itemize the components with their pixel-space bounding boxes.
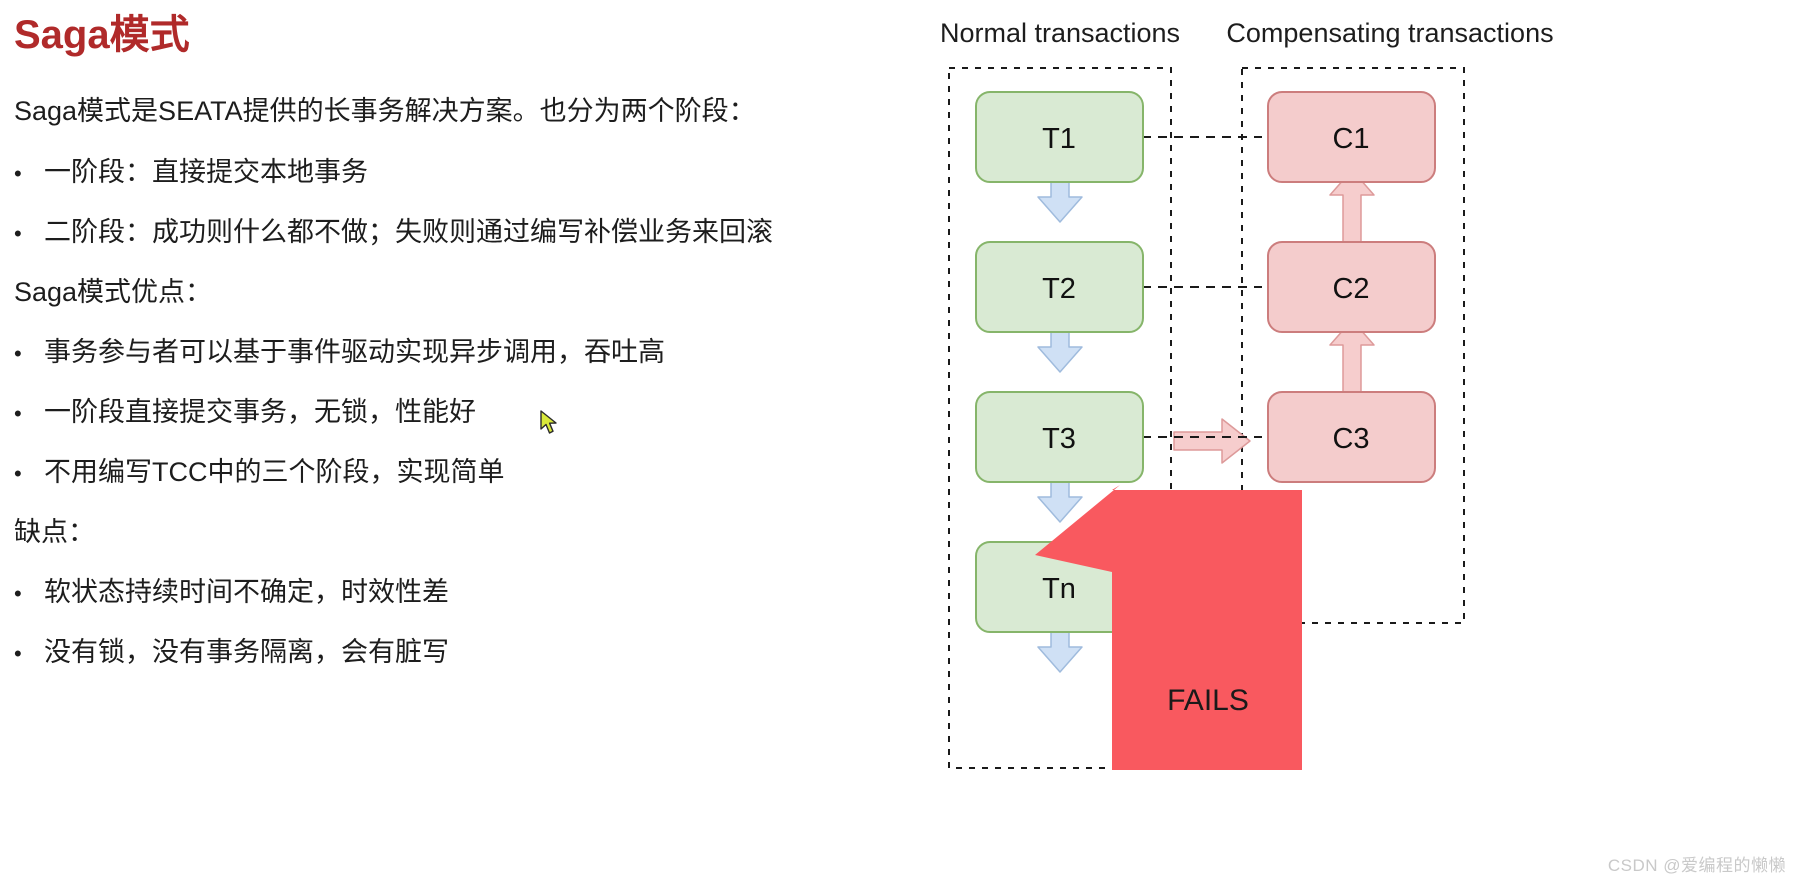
fails-callout: FAILS (1035, 485, 1302, 770)
list-item: • 没有锁，没有事务隔离，会有脏写 (14, 637, 449, 668)
bullet-icon: • (14, 401, 22, 426)
intro-paragraph: Saga模式是SEATA提供的长事务解决方案。也分为两个阶段： (14, 96, 756, 126)
node-t1-label: T1 (1042, 123, 1076, 155)
list-item-label: 二阶段：成功则什么都不做；失败则通过编写补偿业务来回滚 (44, 217, 773, 247)
node-c3: C3 (1267, 391, 1436, 483)
list-item: • 一阶段：直接提交本地事务 (14, 157, 368, 188)
list-item: • 事务参与者可以基于事件驱动实现异步调用，吞吐高 (14, 337, 665, 368)
csdn-watermark: CSDN @爱编程的懒懒 (1607, 856, 1786, 875)
bullet-icon: • (14, 581, 22, 606)
node-c2-label: C2 (1332, 273, 1369, 305)
normal-transactions-group-border (948, 67, 1172, 769)
node-t2-label: T2 (1042, 273, 1076, 305)
bullet-icon: • (14, 461, 22, 486)
node-c1-label: C1 (1332, 123, 1369, 155)
node-c3-label: C3 (1332, 423, 1369, 455)
node-tn-label: Tn (1042, 573, 1076, 605)
page-title: Saga模式 (14, 13, 190, 57)
list-item-label: 一阶段：直接提交本地事务 (44, 157, 368, 187)
pros-heading: Saga模式优点： (14, 277, 213, 307)
list-item-label: 事务参与者可以基于事件驱动实现异步调用，吞吐高 (44, 337, 665, 367)
compensating-transactions-group-border (1241, 67, 1465, 624)
node-t1: T1 (975, 91, 1144, 183)
bullet-icon: • (14, 221, 22, 246)
node-t3-label: T3 (1042, 423, 1076, 455)
cons-heading: 缺点： (14, 517, 95, 547)
node-t3: T3 (975, 391, 1144, 483)
list-item: • 不用编写TCC中的三个阶段，实现简单 (14, 457, 505, 488)
node-t2: T2 (975, 241, 1144, 333)
bullet-icon: • (14, 641, 22, 666)
list-item-label: 一阶段直接提交事务，无锁，性能好 (44, 397, 476, 427)
normal-transactions-label: Normal transactions (940, 18, 1180, 48)
list-item-label: 不用编写TCC中的三个阶段，实现简单 (44, 457, 505, 487)
slide-text-column: Saga模式 Saga模式是SEATA提供的长事务解决方案。也分为两个阶段： •… (14, 13, 773, 668)
list-item: • 软状态持续时间不确定，时效性差 (14, 577, 449, 608)
list-item-label: 没有锁，没有事务隔离，会有脏写 (44, 637, 449, 667)
node-c1: C1 (1267, 91, 1436, 183)
saga-flow-diagram: Normal transactions Compensating transac… (930, 0, 1800, 890)
bullet-icon: • (14, 161, 22, 186)
list-item: • 二阶段：成功则什么都不做；失败则通过编写补偿业务来回滚 (14, 217, 773, 248)
compensation-trigger-arrow (1173, 418, 1251, 464)
bullet-icon: • (14, 341, 22, 366)
node-c2: C2 (1267, 241, 1436, 333)
compensating-transactions-label: Compensating transactions (1226, 18, 1553, 48)
mouse-cursor-icon (540, 410, 557, 434)
fails-label: FAILS (1167, 684, 1249, 717)
list-item-label: 软状态持续时间不确定，时效性差 (44, 577, 449, 607)
list-item: • 一阶段直接提交事务，无锁，性能好 (14, 397, 476, 428)
